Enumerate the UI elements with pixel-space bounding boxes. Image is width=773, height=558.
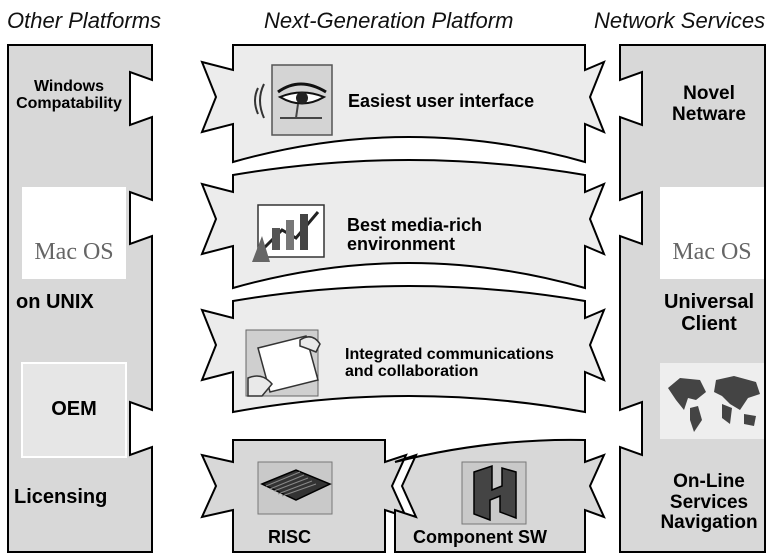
chip-icon <box>257 461 333 515</box>
label-best-media-rich: Best media-rich environment <box>347 215 483 255</box>
world-map-icon <box>660 363 764 439</box>
eye-icon <box>254 64 333 136</box>
label-windows-compatability: Windows Compatability <box>16 78 122 113</box>
macos-logo-text: Mac OS <box>34 239 114 265</box>
label-risc: RISC <box>268 527 312 547</box>
label-component-sw: Component SW <box>413 527 547 547</box>
label-easiest-user-interface: Easiest user interface <box>348 91 535 111</box>
label-online-services-navigation: On-Line Services Navigation <box>660 471 758 534</box>
puzzle-icon <box>461 461 527 525</box>
label-on-unix: on UNIX <box>16 291 94 313</box>
macos-logo-text: Mac OS <box>672 239 752 265</box>
header-other-platforms: Other Platforms <box>7 8 162 33</box>
oem-box <box>21 362 127 458</box>
macos-logo-left: Mac OS <box>22 187 126 279</box>
label-novel-netware: Novel Netware <box>672 83 746 125</box>
header-next-gen-platform: Next-Generation Platform <box>264 8 514 33</box>
label-licensing: Licensing <box>14 486 108 508</box>
label-universal-client: Universal Client <box>663 291 755 335</box>
label-oem: OEM <box>51 398 97 420</box>
macos-logo-right: Mac OS <box>660 187 764 279</box>
header-network-services: Network Services <box>594 8 766 33</box>
hands-paper-icon <box>245 329 321 397</box>
label-integrated-communications: Integrated communications and collaborat… <box>345 346 554 381</box>
chart-icon <box>252 204 325 262</box>
